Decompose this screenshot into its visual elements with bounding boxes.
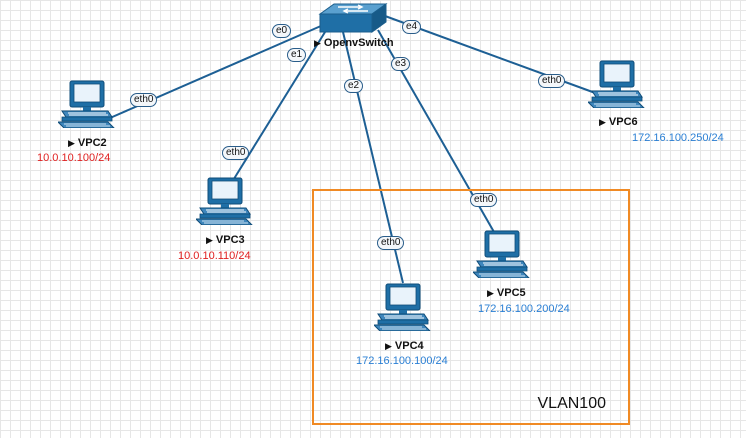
port-e2: e2: [344, 79, 364, 93]
vlan100-boundary: VLAN100: [312, 189, 630, 425]
vpc4-label: VPC4: [385, 340, 424, 352]
vpc2-label: VPC2: [68, 137, 107, 149]
vpc3-label: VPC3: [206, 234, 245, 246]
port-vpc5-eth0: eth0: [470, 193, 498, 207]
vpc6-ip: 172.16.100.250/24: [632, 132, 724, 144]
port-vpc3-eth0: eth0: [222, 146, 250, 160]
vpc5-computer-icon[interactable]: [473, 230, 531, 278]
switch-label: OpenvSwitch: [314, 37, 394, 49]
vlan-label: VLAN100: [537, 395, 607, 412]
port-e0: e0: [272, 24, 292, 38]
port-e4: e4: [402, 20, 422, 34]
port-vpc6-eth0: eth0: [538, 74, 566, 88]
port-vpc4-eth0: eth0: [377, 236, 405, 250]
port-vpc2-eth0: eth0: [130, 93, 158, 107]
vpc5-label: VPC5: [487, 287, 526, 299]
port-e3: e3: [391, 57, 411, 71]
port-e1: e1: [287, 48, 307, 62]
vpc4-ip: 172.16.100.100/24: [356, 355, 448, 367]
vpc3-computer-icon[interactable]: [196, 177, 254, 225]
vpc4-computer-icon[interactable]: [374, 283, 432, 331]
vpc6-computer-icon[interactable]: [588, 60, 646, 108]
vpc6-label: VPC6: [599, 116, 638, 128]
vpc2-ip: 10.0.10.100/24: [37, 152, 111, 164]
vpc2-computer-icon[interactable]: [58, 80, 116, 128]
vpc5-ip: 172.16.100.200/24: [478, 303, 570, 315]
vpc3-ip: 10.0.10.110/24: [178, 250, 251, 262]
openvswitch-icon[interactable]: [318, 2, 388, 36]
